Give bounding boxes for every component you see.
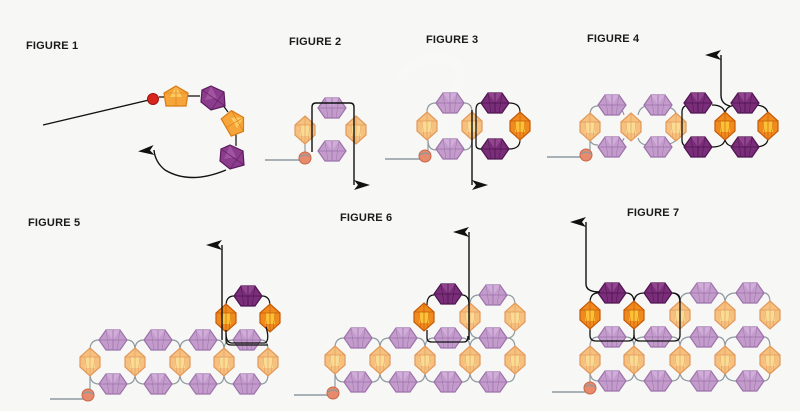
- arrow-icon: [138, 145, 227, 179]
- arrow-icon: [311, 102, 370, 190]
- figure-7: [552, 217, 781, 395]
- figure-7-label: FIGURE 7: [627, 207, 680, 219]
- stop-bead-icon: [583, 381, 597, 395]
- figure-3-label: FIGURE 3: [426, 34, 479, 46]
- bicone-bead-icon: [163, 85, 189, 107]
- figure-5-label: FIGURE 5: [28, 217, 81, 229]
- figure-4: [547, 50, 779, 162]
- figure-3: [385, 92, 531, 190]
- bicone-bead-icon: [200, 85, 226, 111]
- figure-5: [50, 240, 281, 402]
- stop-bead-icon: [418, 149, 432, 163]
- figure-2-label: FIGURE 2: [289, 36, 342, 48]
- red-stop-bead-icon: [147, 93, 159, 105]
- stop-bead-icon: [326, 386, 340, 400]
- figure-6: [294, 227, 526, 400]
- stop-bead-icon: [579, 148, 593, 162]
- thread: [42, 99, 150, 126]
- figure-4-label: FIGURE 4: [587, 33, 640, 45]
- figure-2: [265, 97, 370, 190]
- stop-bead-icon: [298, 151, 312, 165]
- stop-bead-icon: [81, 388, 95, 402]
- watermark: [395, 52, 465, 155]
- bicone-bead-icon: [219, 144, 245, 170]
- bicone-bead-icon: [219, 106, 251, 139]
- figure-1: [42, 85, 251, 179]
- figure-1-label: FIGURE 1: [26, 40, 79, 52]
- arrow-icon: [570, 217, 601, 293]
- figure-6-label: FIGURE 6: [340, 212, 393, 224]
- arrow-icon: [705, 50, 731, 107]
